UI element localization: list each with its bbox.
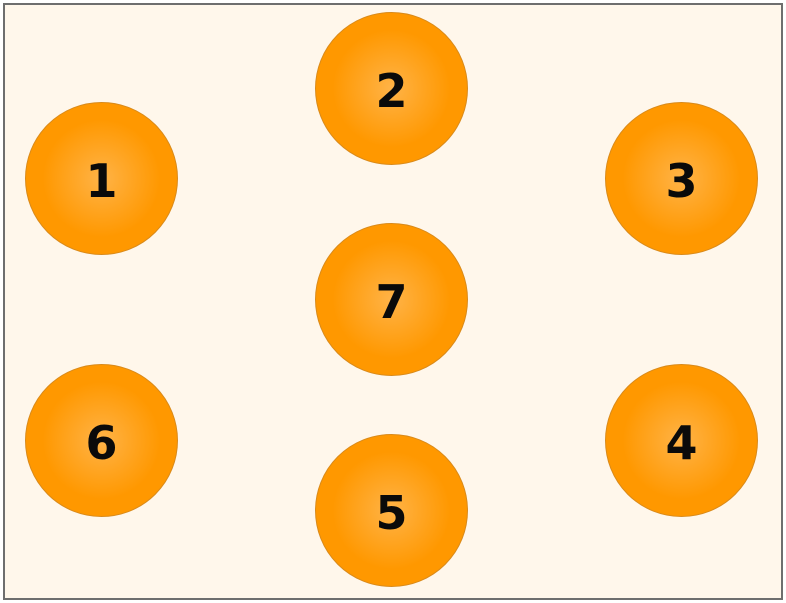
node-1-label: 1 [85, 153, 118, 208]
node-3: 3 [605, 102, 758, 255]
node-3-label: 3 [665, 153, 698, 208]
node-4: 4 [605, 364, 758, 517]
node-7: 7 [315, 223, 468, 376]
node-7-label: 7 [375, 274, 408, 329]
node-6-label: 6 [85, 415, 118, 470]
node-2-label: 2 [375, 63, 408, 118]
node-5: 5 [315, 434, 468, 587]
node-4-label: 4 [665, 415, 698, 470]
node-2: 2 [315, 12, 468, 165]
node-1: 1 [25, 102, 178, 255]
node-5-label: 5 [375, 485, 408, 540]
node-6: 6 [25, 364, 178, 517]
diagram-canvas: 1 2 3 4 5 6 7 [3, 3, 783, 600]
